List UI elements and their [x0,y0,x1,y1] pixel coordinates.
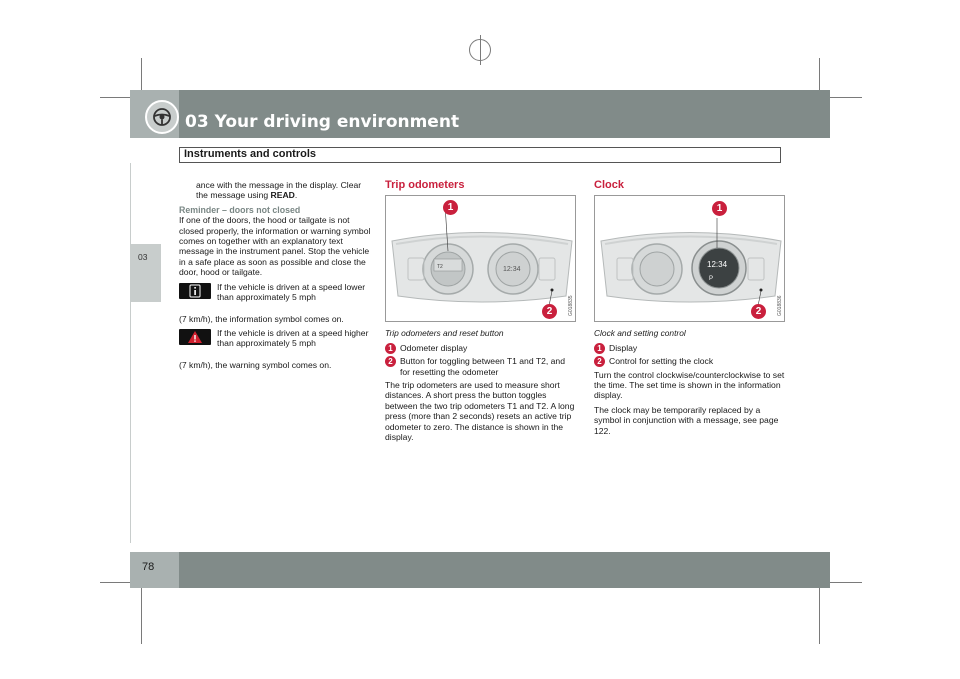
trip-body: The trip odometers are used to measure s… [385,380,575,443]
chapter-side-tab [130,244,161,302]
trip-odometer-figure: T2 12:34 1 2 G018835 [385,195,576,323]
list-item: 1 Display [594,342,786,354]
list-item: 2 Control for setting the clock [594,356,786,368]
list-item: 2 Button for toggling between T1 and T2,… [385,356,577,377]
crop-mark [819,58,820,120]
chapter-side-tab-label: 03 [138,252,148,262]
info-symbol-text-tail: (7 km/h), the information symbol comes o… [179,313,344,324]
clock-readout: 12:34 [707,260,728,269]
reminder-heading: Reminder – doors not closed [179,204,301,215]
crop-mark [800,97,862,98]
footer-bar [179,552,830,588]
read-button-label: READ [270,190,295,201]
info-symbol-row: If the vehicle is driven at a speed lowe… [179,282,375,312]
trip-odometers-heading: Trip odometers [385,179,465,191]
chapter-title: 03 Your driving environment [185,112,460,132]
callout-2: 2 [542,304,557,320]
info-symbol-text: If the vehicle is driven at a speed lowe… [217,281,366,303]
steering-wheel-icon [153,108,171,126]
instrument-cluster-illustration: T2 12:34 [391,205,573,307]
reminder-body: If one of the doors, the hood or tailgat… [179,215,371,278]
footer-left-block [130,552,179,588]
column-2: Trip odometers T2 12:34 1 2 G018835 Trip… [385,179,577,446]
number-badge: 2 [385,356,396,368]
figure-code: G018836 [777,295,783,317]
warning-symbol-text: If the vehicle is driven at a speed high… [217,328,369,349]
crop-mark [819,582,820,644]
side-rule [130,163,131,543]
clock-body-2: The clock may be temporarily replaced by… [594,404,779,436]
column-1: ance with the message in the display. Cl… [179,180,375,374]
clock-heading: Clock [594,179,624,191]
callout-2: 2 [751,304,766,320]
instrument-cluster-illustration: 12:34 P [600,218,782,307]
page-number: 78 [142,561,155,573]
section-subheader-box [179,147,781,163]
crop-mark [141,58,142,120]
callout-1: 1 [712,201,727,217]
number-badge: 1 [594,342,605,354]
column-3: Clock 12:34 P 1 2 G018836 Clock and sett… [594,179,786,440]
trip-label: T2 [437,264,443,270]
crop-mark [800,582,862,583]
number-badge: 1 [385,342,396,354]
warning-symbol-text-tail: (7 km/h), the warning symbol comes on. [179,360,332,371]
warning-symbol-box [179,329,211,346]
clock-figure: 12:34 P 1 2 G018836 [594,195,785,323]
header-bar [179,90,830,138]
figure-code: G018835 [568,295,574,317]
registration-mark [469,39,491,61]
info-icon [189,284,201,298]
continuation-paragraph: ance with the message in the display. Cl… [196,180,362,201]
warning-symbol-row: If the vehicle is driven at a speed high… [179,328,375,358]
callout-1: 1 [443,200,458,216]
trip-figure-caption: Trip odometers and reset button [385,328,504,339]
warning-triangle-icon [188,331,202,344]
section-subheader: Instruments and controls [184,148,317,160]
gear-label: P [709,276,713,282]
clock-figure-caption: Clock and setting control [594,328,686,339]
number-badge: 2 [594,356,605,368]
info-symbol-box [179,282,211,299]
list-item: 1 Odometer display [385,342,577,354]
clock-readout: 12:34 [503,266,521,273]
clock-body-1: Turn the control clockwise/counterclockw… [594,369,785,401]
crop-mark [141,582,142,644]
